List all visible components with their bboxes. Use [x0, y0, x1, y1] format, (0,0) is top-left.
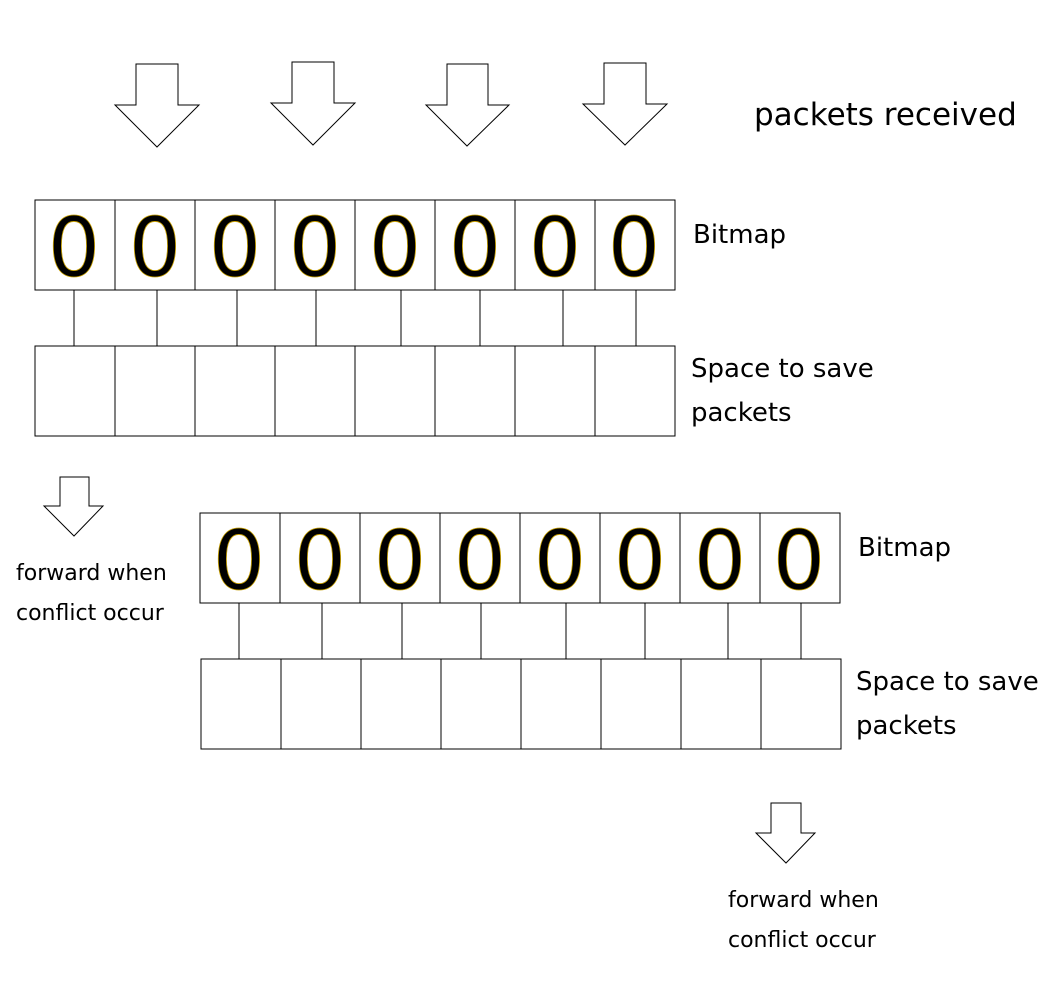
- buffer-slot: [114, 345, 196, 437]
- bit-value: 0: [129, 201, 181, 296]
- buffer-label-line1: Space to save: [691, 354, 874, 384]
- buffer-label: Space to save packets: [691, 347, 874, 435]
- buffer-slot: [200, 658, 282, 750]
- buffer-slot: [280, 658, 362, 750]
- connector-bus: [73, 290, 637, 346]
- buffer-slot: [680, 658, 762, 750]
- bit-value: 0: [449, 201, 501, 296]
- incoming-arrow-icon: [581, 62, 669, 146]
- bitmap-cell: [194, 199, 276, 291]
- bitmap-cell: [34, 199, 116, 291]
- bitmap-cell: [199, 512, 281, 604]
- bit-value: 0: [48, 201, 100, 296]
- bitmap-cell: [679, 512, 761, 604]
- bitmap-cell: [439, 512, 521, 604]
- buffer-slot: [520, 658, 602, 750]
- bitmap-cell: [359, 512, 441, 604]
- buffer-label-line2: packets: [691, 398, 792, 428]
- forward-note-line2: conflict occur: [16, 601, 164, 626]
- bitmap-label: Bitmap: [693, 220, 787, 250]
- incoming-arrows: [113, 61, 669, 148]
- buffer-slot: [440, 658, 522, 750]
- bitmap-cell: [519, 512, 601, 604]
- buffer-slot: [194, 345, 276, 437]
- packet-buffer-row: [34, 345, 676, 437]
- bitmap-row: 0 0 0 0 0 0 0 0: [199, 512, 841, 609]
- buffer-slot: [274, 345, 356, 437]
- bitmap-cell: [114, 199, 196, 291]
- buffer-slot: [354, 345, 436, 437]
- bitmap-row: 0 0 0 0 0 0 0 0: [34, 199, 676, 296]
- bit-value: 0: [608, 201, 660, 296]
- bit-value: 0: [454, 514, 506, 609]
- buffer-label-line2: packets: [856, 711, 957, 741]
- buffer-slot: [594, 345, 676, 437]
- bit-value: 0: [694, 514, 746, 609]
- bit-value: 0: [534, 514, 586, 609]
- forward-arrow-icon: [42, 476, 105, 537]
- buffer-slot: [514, 345, 596, 437]
- bit-value: 0: [294, 514, 346, 609]
- stage-2: 0 0 0 0 0 0 0 0: [199, 512, 842, 750]
- buffer-slot: [760, 658, 842, 750]
- bit-value: 0: [209, 201, 261, 296]
- bitmap-cell: [759, 512, 841, 604]
- buffer-slot: [600, 658, 682, 750]
- packet-buffer-row: [200, 658, 842, 750]
- forward-note: forward when conflict occur: [728, 881, 879, 961]
- incoming-arrow-icon: [424, 63, 511, 147]
- buffer-label: Space to save packets: [856, 660, 1039, 748]
- forward-note-line1: forward when: [728, 888, 879, 913]
- stage-1: 0 0 0 0 0 0 0 0: [34, 199, 676, 437]
- packets-received-label: packets received: [754, 97, 1017, 133]
- forward-note-line2: conflict occur: [728, 928, 876, 953]
- incoming-arrow-icon: [113, 63, 201, 148]
- forward-note: forward when conflict occur: [16, 554, 167, 634]
- bitmap-cell: [354, 199, 436, 291]
- buffer-slot: [34, 345, 116, 437]
- incoming-arrow-icon: [269, 61, 357, 146]
- bitmap-cell: [434, 199, 516, 291]
- buffer-slot: [360, 658, 442, 750]
- forward-arrow-icon: [754, 802, 817, 864]
- bit-value: 0: [773, 514, 825, 609]
- buffer-slot: [434, 345, 516, 437]
- bit-value: 0: [213, 514, 265, 609]
- bitmap-label: Bitmap: [858, 533, 952, 563]
- bit-value: 0: [369, 201, 421, 296]
- bitmap-cell: [274, 199, 356, 291]
- connector-bus: [238, 603, 802, 659]
- forward-note-line1: forward when: [16, 561, 167, 586]
- bit-value: 0: [289, 201, 341, 296]
- bitmap-cell: [514, 199, 596, 291]
- bit-value: 0: [374, 514, 426, 609]
- bitmap-cell: [594, 199, 676, 291]
- bitmap-cell: [599, 512, 681, 604]
- bit-value: 0: [614, 514, 666, 609]
- buffer-label-line1: Space to save: [856, 667, 1039, 697]
- bit-value: 0: [529, 201, 581, 296]
